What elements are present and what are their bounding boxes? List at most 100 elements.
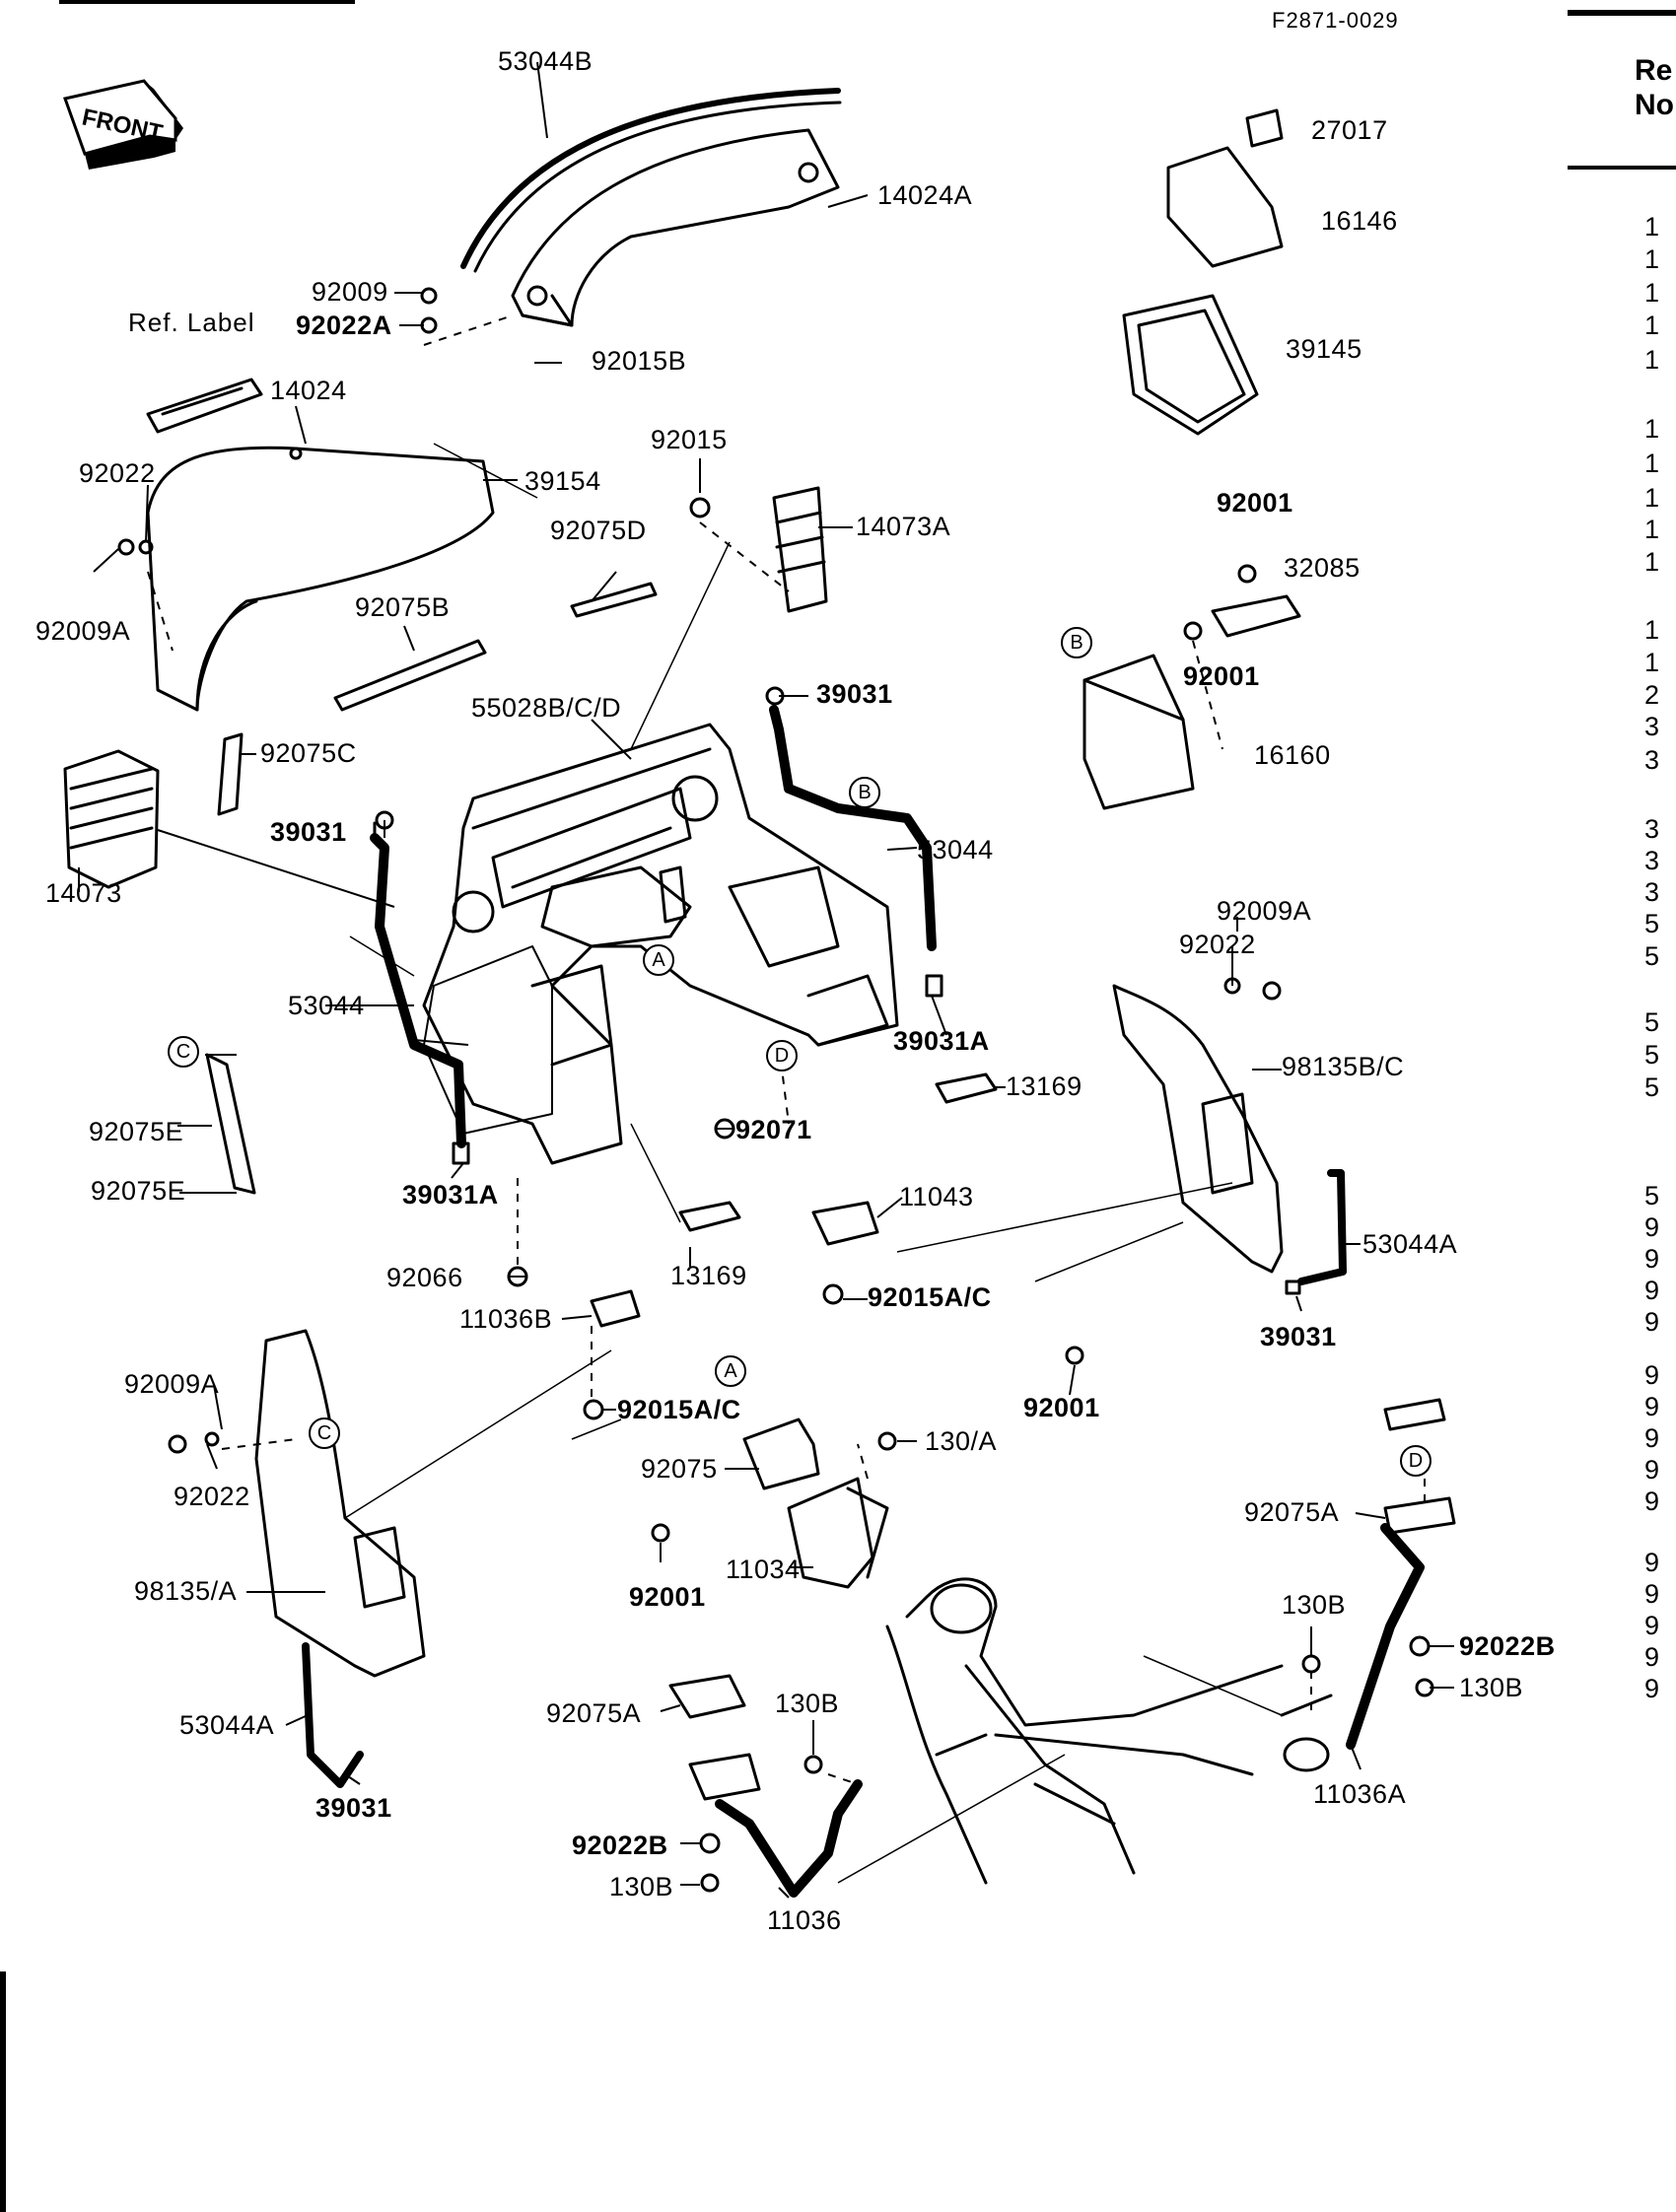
table-ref-digit: 3 [1644, 745, 1660, 775]
callout-b-box: B [1061, 627, 1092, 658]
table-ref-digit: 9 [1644, 1244, 1660, 1274]
label-92001-top: 92001 [1217, 488, 1293, 518]
table-ref-digit: 2 [1644, 680, 1660, 710]
label-92075b: 92075B [355, 592, 451, 622]
table-ref-digit: 9 [1644, 1642, 1660, 1672]
label-92001-lower: 92001 [629, 1582, 706, 1612]
callout-a-bracket: A [715, 1355, 746, 1387]
table-ref-digit: 9 [1644, 1212, 1660, 1242]
label-32085: 32085 [1284, 553, 1361, 583]
label-14024: 14024 [270, 376, 347, 405]
top-edge-bar [59, 0, 355, 4]
label-11036a: 11036A [1313, 1779, 1407, 1809]
left-edge-bar [0, 1971, 6, 2212]
label-14024a: 14024A [877, 180, 973, 210]
label-92009a-lower: 92009A [124, 1369, 220, 1399]
table-ref-digit: 5 [1644, 1181, 1660, 1210]
label-92022-lower: 92022 [174, 1482, 250, 1511]
table-header-rule [1568, 166, 1676, 170]
table-ref-digit: 1 [1644, 547, 1660, 577]
table-ref-digit: 1 [1644, 414, 1660, 444]
table-ref-digit: 1 [1644, 515, 1660, 544]
label-92075c: 92075C [260, 738, 357, 768]
table-ref-digit: 3 [1644, 712, 1660, 741]
label-14073: 14073 [45, 878, 122, 908]
table-ref-digit: 9 [1644, 1360, 1660, 1390]
label-92001-box: 92001 [1183, 661, 1260, 691]
table-ref-digit: 5 [1644, 1072, 1660, 1102]
front-direction-arrow-icon: FRONT [63, 79, 183, 170]
callout-a-main: A [643, 944, 674, 976]
label-130a: 130/A [925, 1426, 998, 1456]
label-53044-left: 53044 [288, 991, 365, 1020]
label-92022-right: 92022 [1179, 930, 1256, 959]
label-39031-lower: 39031 [315, 1793, 392, 1823]
label-11036b: 11036B [459, 1304, 553, 1334]
label-92015b: 92015B [592, 346, 687, 376]
label-92022b-left: 92022B [572, 1831, 668, 1860]
callout-d-base: D [766, 1040, 798, 1071]
label-92022-left: 92022 [79, 458, 156, 488]
table-ref-digit: 1 [1644, 244, 1660, 274]
label-53044a-right: 53044A [1362, 1229, 1458, 1259]
label-39031-left: 39031 [270, 817, 347, 847]
table-ref-digit: 1 [1644, 311, 1660, 340]
table-ref-digit: 9 [1644, 1674, 1660, 1703]
table-ref-digit: 9 [1644, 1392, 1660, 1421]
label-92009a-right: 92009A [1217, 896, 1312, 926]
label-98135bc: 98135B/C [1282, 1052, 1405, 1081]
label-130b-left-top: 130B [775, 1689, 840, 1718]
label-92015: 92015 [651, 425, 728, 454]
table-ref-digit: 9 [1644, 1579, 1660, 1609]
table-ref-digit: 9 [1644, 1486, 1660, 1516]
label-92001-right: 92001 [1023, 1393, 1100, 1422]
table-ref-digit: 1 [1644, 483, 1660, 513]
label-39145: 39145 [1286, 334, 1362, 364]
table-ref-digit: 1 [1644, 449, 1660, 478]
table-ref-digit: 9 [1644, 1307, 1660, 1337]
label-27017: 27017 [1311, 115, 1388, 145]
table-ref-digit: 5 [1644, 1007, 1660, 1037]
label-55028bcd: 55028B/C/D [471, 693, 622, 723]
table-ref-digit: 3 [1644, 877, 1660, 907]
table-ref-digit: 1 [1644, 648, 1660, 677]
label-130b-right-bottom: 130B [1459, 1673, 1524, 1702]
label-53044a-left: 53044A [179, 1710, 275, 1740]
table-ref-digit: 9 [1644, 1276, 1660, 1305]
table-ref-digit: 3 [1644, 846, 1660, 875]
table-ref-digit: 5 [1644, 941, 1660, 971]
label-92015ac-right: 92015A/C [868, 1282, 992, 1312]
label-130b-left-bottom: 130B [609, 1872, 674, 1901]
label-92075a-left: 92075A [546, 1698, 642, 1728]
label-92009: 92009 [312, 277, 388, 307]
label-16160: 16160 [1254, 740, 1331, 770]
label-92075d: 92075D [550, 516, 647, 545]
table-ref-digit: 1 [1644, 278, 1660, 308]
callout-c-plates: C [168, 1036, 199, 1068]
label-92075e-upper: 92075E [89, 1117, 184, 1146]
label-14073a: 14073A [856, 512, 951, 541]
label-92075e-lower: 92075E [91, 1176, 186, 1206]
drawing-number: F2871-0029 [1272, 8, 1399, 33]
label-98135a: 98135/A [134, 1576, 238, 1606]
label-92075a-right: 92075A [1244, 1497, 1340, 1527]
label-130b-right-top: 130B [1282, 1590, 1347, 1620]
callout-d-rail: D [1400, 1445, 1432, 1477]
label-13169-lower: 13169 [670, 1261, 747, 1290]
label-92022a: 92022A [296, 311, 392, 340]
callout-b-rail: B [849, 777, 880, 808]
table-ref-digit: 1 [1644, 615, 1660, 645]
label-13169-right: 13169 [1006, 1071, 1082, 1101]
label-11036: 11036 [767, 1905, 842, 1935]
table-top-rule [1568, 10, 1676, 16]
label-53044-right: 53044 [917, 835, 994, 864]
label-39154: 39154 [524, 466, 601, 496]
table-header-ref: Re [1635, 54, 1673, 87]
table-ref-digit: 1 [1644, 212, 1660, 242]
table-ref-digit: 1 [1644, 345, 1660, 375]
table-ref-digit: 3 [1644, 814, 1660, 844]
table-ref-digit: 5 [1644, 1040, 1660, 1070]
label-39031-right: 39031 [1260, 1322, 1337, 1351]
